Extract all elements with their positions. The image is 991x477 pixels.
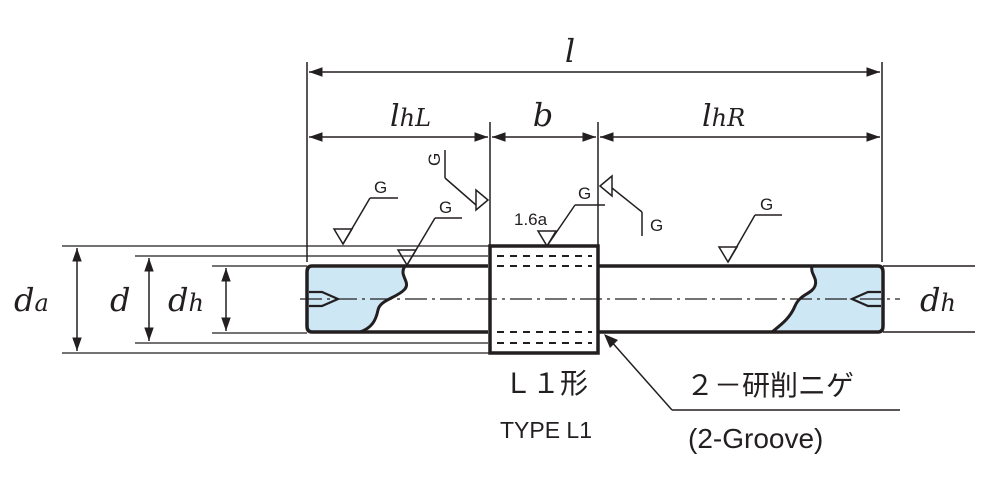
grind-mark-label-5: G [650, 216, 663, 235]
shaft-dia-label: d [110, 281, 130, 319]
type-label-japanese: Ｌ１形 [504, 368, 588, 399]
left-section-fill [308, 268, 407, 332]
left-length-label: lhL [390, 99, 431, 134]
dimension-lines-horizontal [309, 67, 880, 142]
overall-length-label: l [565, 32, 575, 70]
grind-mark-label-6: G [760, 195, 773, 214]
grind-mark-label-2: G [439, 198, 452, 217]
dimension-lines-vertical [72, 248, 231, 351]
groove-leader [604, 334, 900, 411]
extension-lines [306, 62, 883, 262]
hub-dia-label: dh [168, 281, 204, 319]
groove-note-japanese: ２－研削ニゲ [686, 370, 854, 401]
groove-note-english: (2-Groove) [688, 423, 823, 454]
right-dia-label: dh [920, 281, 956, 319]
right-length-label: lhR [702, 99, 745, 134]
grind-mark-label-1: G [374, 178, 387, 197]
finish-symbols [332, 150, 782, 267]
right-break-line [771, 265, 818, 334]
outer-dia-label: da [14, 281, 49, 319]
shaft-body [300, 244, 975, 355]
center-width-label: b [533, 96, 553, 134]
type-label-english: TYPE L1 [500, 417, 592, 443]
grind-mark-label-4: G [578, 184, 591, 203]
grind-mark-label-3: G [425, 153, 444, 166]
roughness-label: 1.6a [514, 210, 548, 229]
